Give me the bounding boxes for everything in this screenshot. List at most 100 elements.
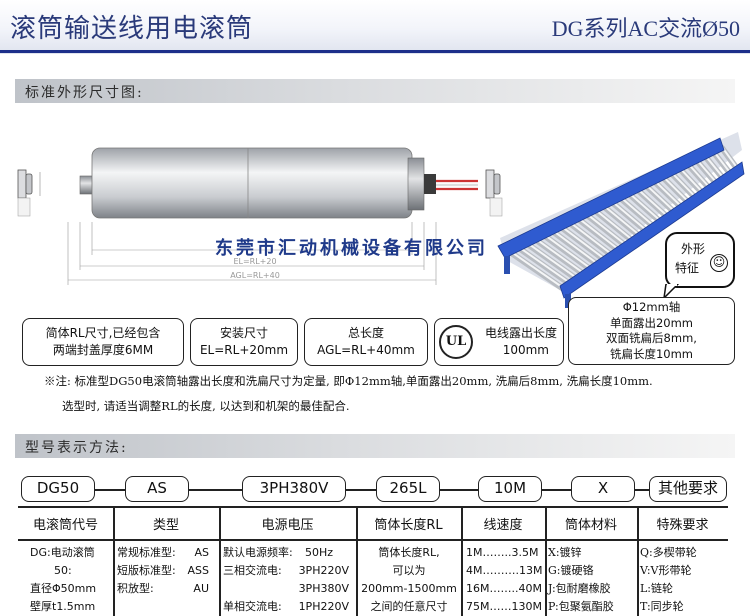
conveyor-roller-highlight — [568, 221, 612, 255]
code-box-material: X — [571, 476, 635, 502]
table-cell: 之间的任意尺寸 — [370, 600, 448, 613]
page-header: 滚筒输送线用电滚筒 DG系列AC交流Ø50 — [0, 0, 750, 54]
code-connector — [440, 489, 478, 491]
table-cell: 75M……130M — [466, 600, 542, 613]
table-cell: 16M……..40M — [466, 582, 542, 595]
section-title-model: 型号表示方法: — [25, 440, 128, 456]
shaft-spec-box: Φ12mm轴 单面露出20mm 双面铣扁后8mm, 铣扁长度10mm — [568, 297, 735, 365]
bubble-line-2: 特征 — [675, 261, 700, 275]
col-cells-special: Q:多楔带轮 V:V形带轮 L:链轮 T:同步轮 — [640, 544, 697, 616]
table-rule-top — [18, 506, 728, 508]
header-rule — [0, 50, 750, 53]
code-connector — [189, 489, 242, 491]
right-end-view — [485, 169, 503, 217]
note-line-1: ※注: 标准型DG50电滚筒轴露出长度和洗扁尺寸为定量, 即Φ12mm轴,单面露… — [44, 374, 653, 388]
total-length-box: 总长度 AGL=RL+40mm — [304, 318, 428, 366]
shaft-spec-line-1: Φ12mm轴 — [622, 300, 681, 314]
col-header-voltage: 电源电压 — [261, 518, 314, 533]
section-title-dimensions: 标准外形尺寸图: — [25, 85, 144, 101]
page-title: 滚筒输送线用电滚筒 — [10, 14, 254, 44]
code-box-voltage: 3PH380V — [242, 476, 346, 502]
install-size-line-1: 安装尺寸 — [219, 326, 268, 340]
conveyor-roller-highlight — [628, 192, 662, 222]
table-cell: 壁厚t1.5mm — [30, 600, 96, 613]
col-cells-voltage: 默认电源频率:50Hz 三相交流电:3PH220V 3PH380V 单相交流电:… — [223, 544, 349, 616]
conveyor-roller-highlight — [653, 179, 683, 208]
conveyor-illustration — [497, 132, 745, 308]
conveyor-roller-highlight — [594, 208, 634, 241]
agl-dimension-label: AGL=RL+40 — [230, 271, 280, 280]
conveyor-roller-highlight — [704, 154, 725, 180]
code-box-special: 其他要求 — [649, 476, 727, 502]
table-cell: 积放型:AU — [117, 582, 209, 595]
table-cell: J:包耐磨橡胶 — [548, 582, 611, 595]
col-header-special: 特殊要求 — [656, 518, 709, 533]
conveyor-roller-highlight — [543, 233, 591, 269]
conveyor-roller-highlight — [509, 250, 563, 288]
col-cells-material: X:镀锌 G:镀硬铬 J:包耐磨橡胶 P:包聚氨酯胶 — [548, 544, 614, 616]
table-col-divider — [461, 506, 463, 616]
bubble-tail — [662, 284, 680, 300]
table-cell: 3PH380V — [298, 582, 349, 595]
table-col-divider — [219, 506, 221, 616]
shaft-spec-line-3: 双面铣扁后8mm, — [606, 331, 697, 345]
table-cell: X:镀锌 — [548, 546, 582, 559]
conveyor-roller-highlight — [534, 237, 584, 274]
conveyor-roller-highlight — [721, 146, 739, 170]
rl-size-box: 简体RL尺寸,已经包含 两端封盖厚度6MM — [22, 318, 184, 366]
table-cell: 200mm-1500mm — [361, 582, 457, 595]
conveyor-roller-highlight — [687, 162, 711, 189]
table-cell: 默认电源频率:50Hz — [223, 546, 334, 559]
conveyor-roller-highlight — [517, 246, 570, 284]
table-col-divider — [113, 506, 115, 616]
conveyor-roller-highlight — [560, 225, 605, 260]
table-cell: 4M……….13M — [466, 564, 543, 577]
code-connector — [346, 489, 376, 491]
code-box-type: AS — [125, 476, 189, 502]
conveyor-roller-highlight — [670, 171, 697, 199]
wire-length-line-1: 电线露出长度 — [484, 326, 557, 340]
table-cell: 可以为 — [392, 564, 426, 577]
conveyor-roller-highlight — [611, 200, 648, 232]
rl-size-line-1: 简体RL尺寸,已经包含 — [45, 326, 161, 340]
table-cell: V:V形带轮 — [640, 564, 692, 577]
el-dimension-label: EL=RL+20 — [233, 257, 276, 266]
code-box-model: DG50 — [21, 476, 95, 502]
company-watermark: 东莞市汇动机械设备有限公司 — [215, 238, 488, 259]
col-cells-code: DG:电动滚筒 50: 直径Φ50mm 壁厚t1.5mm — [30, 544, 96, 616]
table-cell: DG:电动滚筒 — [30, 546, 95, 559]
shaft-spec-line-4: 铣扁长度10mm — [609, 346, 694, 361]
code-box-length: 265L — [376, 476, 440, 502]
conveyor-roller-highlight — [551, 229, 598, 265]
conveyor-roller-highlight — [577, 216, 619, 251]
conveyor-roller-highlight — [661, 175, 690, 203]
table-cell: 短版标准型:ASS — [117, 564, 209, 577]
code-connector — [635, 489, 649, 491]
conveyor-roller-highlight — [695, 158, 718, 184]
table-col-divider — [356, 506, 358, 616]
table-col-divider — [637, 506, 639, 616]
shaft-spec-line-2: 单面露出20mm — [609, 315, 694, 330]
conveyor-roller-highlight — [526, 241, 577, 279]
conveyor-roller-highlight — [602, 204, 641, 236]
series-title: DG系列AC交流Ø50 — [551, 16, 740, 41]
smiley-icon: ☺ — [710, 254, 728, 272]
table-cell: 单相交流电:1PH220V — [223, 600, 349, 613]
ul-certification-logo: UL — [439, 325, 473, 359]
table-col-divider — [545, 506, 547, 616]
left-end-view — [17, 169, 41, 217]
wire-length-line-2: 100mm — [502, 343, 549, 357]
table-cell: 1M……..3.5M — [466, 546, 539, 559]
total-length-line-2: AGL=RL+40mm — [317, 343, 415, 357]
conveyor-roller-highlight — [585, 212, 626, 246]
table-cell: 直径Φ50mm — [30, 582, 97, 595]
table-cell: 三相交流电:3PH220V — [223, 564, 349, 577]
section-bar-dimensions: 标准外形尺寸图: — [15, 79, 735, 103]
table-cell: 常规标准型:AS — [117, 546, 209, 559]
conveyor-roller-highlight — [636, 187, 669, 217]
total-length-line-1: 总长度 — [347, 326, 384, 340]
col-header-length: 筒体长度RL — [374, 518, 443, 533]
col-header-code: 电滚筒代号 — [32, 518, 98, 533]
table-rule-header — [18, 539, 728, 541]
table-cell: 50: — [54, 564, 72, 577]
